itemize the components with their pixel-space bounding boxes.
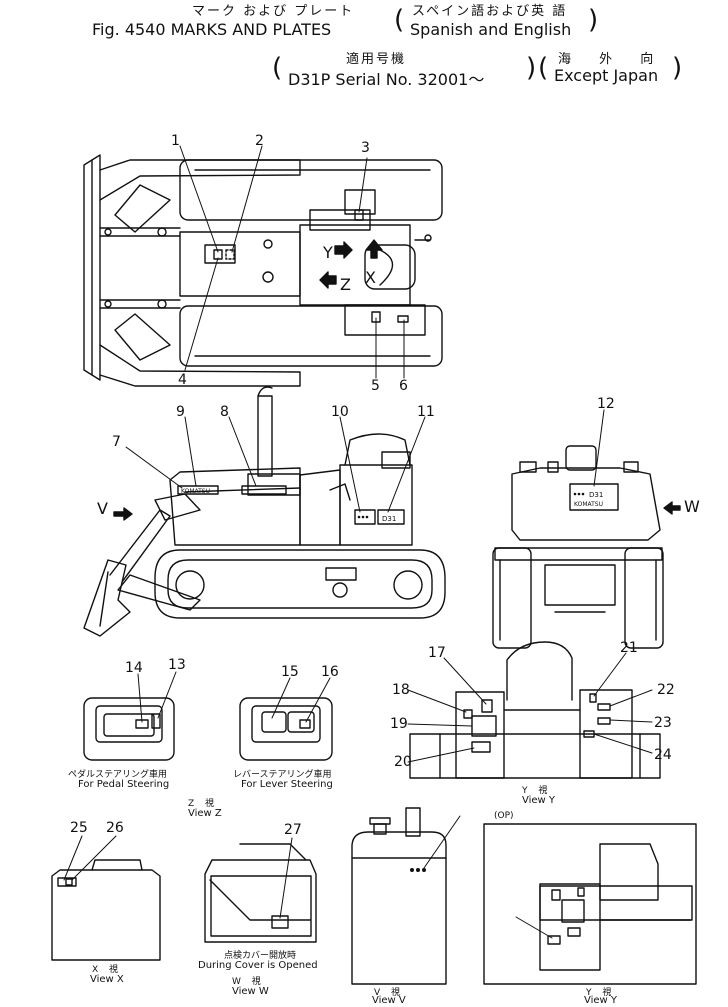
callout-number: 6 <box>399 378 408 394</box>
view-arrow-w-label: W <box>684 497 700 516</box>
region-japanese: 海 外 向 <box>558 52 666 67</box>
caption-op: (OP) <box>494 811 514 821</box>
callout-number: 14 <box>125 660 143 676</box>
caption-view-y-en: View Y <box>522 795 556 806</box>
view-w-drawing <box>204 843 317 943</box>
view-arrow-v-label: V <box>97 499 108 518</box>
lever-steering-panel <box>239 697 333 761</box>
plate-model-side: D31 <box>382 515 396 523</box>
callout-number: 26 <box>106 820 124 836</box>
serial-japanese: 適用号機 <box>346 52 407 67</box>
plate-model-rear: D31 <box>589 491 603 499</box>
bracket-close: ) <box>588 5 599 35</box>
callout-number: 15 <box>281 664 299 680</box>
callout-number: 22 <box>657 682 675 698</box>
caption-lever-jp: レバーステアリング車用 <box>233 770 332 780</box>
view-v-drawing <box>351 807 447 985</box>
plate-komatsu-side: KOMATSU <box>181 488 210 495</box>
callout-number: 20 <box>394 754 412 770</box>
region-label: Except Japan <box>554 66 659 85</box>
callout-number: 11 <box>417 404 435 420</box>
callout-number: 16 <box>321 664 339 680</box>
callout-number: 4 <box>178 372 187 388</box>
caption-cover-jp: 点検カバー開放時 <box>224 951 297 961</box>
figure-title: Fig. 4540 MARKS AND PLATES <box>92 20 332 39</box>
bracket-open-3: ( <box>538 53 549 83</box>
caption-view-w-en: View W <box>232 986 269 997</box>
callout-number: 7 <box>112 434 121 450</box>
callout-number: 18 <box>392 682 410 698</box>
pedal-steering-panel <box>83 697 175 761</box>
callout-number: 12 <box>597 396 615 412</box>
caption-view-v-jp: V 視 <box>374 988 405 998</box>
callout-number: 24 <box>654 747 672 763</box>
caption-view-x-jp: X 視 <box>92 965 123 975</box>
view-arrow-y-label: Y <box>322 243 333 262</box>
callout-number: 23 <box>654 715 672 731</box>
view-y-op-drawing <box>483 823 697 985</box>
caption-cover-en: During Cover is Opened <box>198 960 318 971</box>
caption-lever-en: For Lever Steering <box>241 779 333 790</box>
view-arrow-z-label: Z <box>340 275 351 294</box>
callout-number: 5 <box>371 378 380 394</box>
callout-number: 2 <box>255 133 264 149</box>
caption-view-v-en: View V <box>372 995 406 1006</box>
top-view-drawing <box>83 154 443 387</box>
caption-view-y-jp: Y 視 <box>522 786 552 796</box>
view-arrow-x-label: X <box>365 268 376 287</box>
serial-label: D31P Serial No. 32001～ <box>288 70 485 89</box>
callout-number: 3 <box>361 140 370 156</box>
callout-number: 27 <box>284 822 302 838</box>
bracket-open-2: ( <box>272 53 283 83</box>
view-x-drawing <box>51 859 161 961</box>
plate-komatsu-rear: KOMATSU <box>574 501 603 508</box>
callout-number: 8 <box>220 404 229 420</box>
callout-number: 10 <box>331 404 349 420</box>
callout-number: 21 <box>620 640 638 656</box>
caption-view-y2-jp: Y 視 <box>586 988 616 998</box>
callout-number: 17 <box>428 645 446 661</box>
bracket-open: ( <box>394 5 405 35</box>
caption-view-z-jp: Z 視 <box>188 799 219 809</box>
caption-view-w-jp: W 視 <box>232 977 265 987</box>
side-view-drawing <box>83 386 446 637</box>
caption-pedal-jp: ペダルステアリング車用 <box>68 770 168 780</box>
language-label: Spanish and English <box>410 20 572 39</box>
caption-view-x-en: View X <box>90 974 124 985</box>
language-japanese: スペイン語および英 語 <box>412 4 568 19</box>
callout-number: 19 <box>390 716 408 732</box>
caption-pedal-en: For Pedal Steering <box>78 779 170 790</box>
leader-lines <box>63 145 653 939</box>
callout-number: 13 <box>168 657 186 673</box>
caption-view-z-en: View Z <box>188 808 222 819</box>
title-japanese: マーク および プレート <box>192 4 355 19</box>
callout-number: 1 <box>171 133 180 149</box>
rear-view-drawing <box>492 445 681 649</box>
callout-number: 9 <box>176 404 185 420</box>
callout-number: 25 <box>70 820 88 836</box>
bracket-close-2: ) <box>526 53 537 83</box>
caption-view-y2-en: View Y <box>584 995 618 1006</box>
bracket-close-3: ) <box>672 53 683 83</box>
